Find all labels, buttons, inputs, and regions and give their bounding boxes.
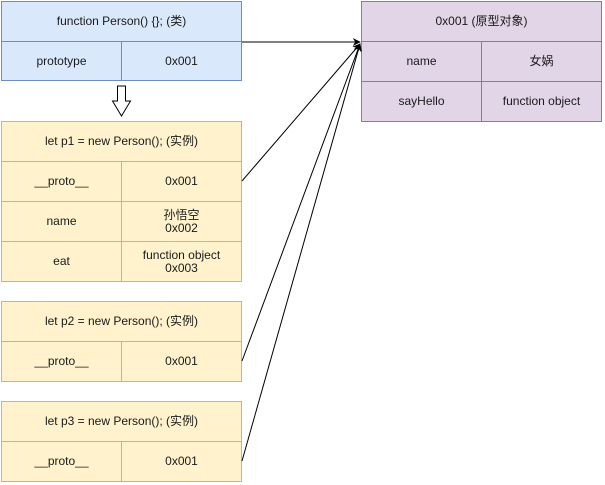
instance-p1-header: let p1 = new Person(); (实例) xyxy=(1,121,242,162)
instance-p3-box: let p3 = new Person(); (实例) __proto__ 0x… xyxy=(1,401,242,482)
p2-proto-arrow xyxy=(241,43,362,362)
prototype-sayhello-value: function object xyxy=(481,81,602,122)
prototype-value: 0x001 xyxy=(121,41,242,81)
p3-proto-value: 0x001 xyxy=(121,441,242,482)
person-class-header: function Person() {}; (类) xyxy=(1,1,242,42)
instance-p2-box: let p2 = new Person(); (实例) __proto__ 0x… xyxy=(1,301,242,382)
p3-proto-arrow xyxy=(241,43,362,462)
person-class-box: function Person() {}; (类) prototype 0x00… xyxy=(1,1,242,81)
p1-eat-key: eat xyxy=(1,241,122,282)
p1-proto-key: __proto__ xyxy=(1,161,122,202)
prototype-name-value: 女娲 xyxy=(481,41,602,82)
prototype-name-key: name xyxy=(361,41,482,82)
p1-proto-arrow xyxy=(241,43,361,182)
prototype-key: prototype xyxy=(1,41,122,81)
p1-eat-value: function object 0x003 xyxy=(121,241,242,282)
instantiate-down-arrow-icon xyxy=(111,85,132,117)
p3-proto-key: __proto__ xyxy=(1,441,122,482)
instance-p2-header: let p2 = new Person(); (实例) xyxy=(1,301,242,342)
prototype-object-box: 0x001 (原型对象) name 女娲 sayHello function o… xyxy=(361,1,602,122)
instance-p1-box: let p1 = new Person(); (实例) __proto__ 0x… xyxy=(1,121,242,282)
prototype-object-header: 0x001 (原型对象) xyxy=(361,1,602,42)
p2-proto-key: __proto__ xyxy=(1,341,122,382)
p2-proto-value: 0x001 xyxy=(121,341,242,382)
